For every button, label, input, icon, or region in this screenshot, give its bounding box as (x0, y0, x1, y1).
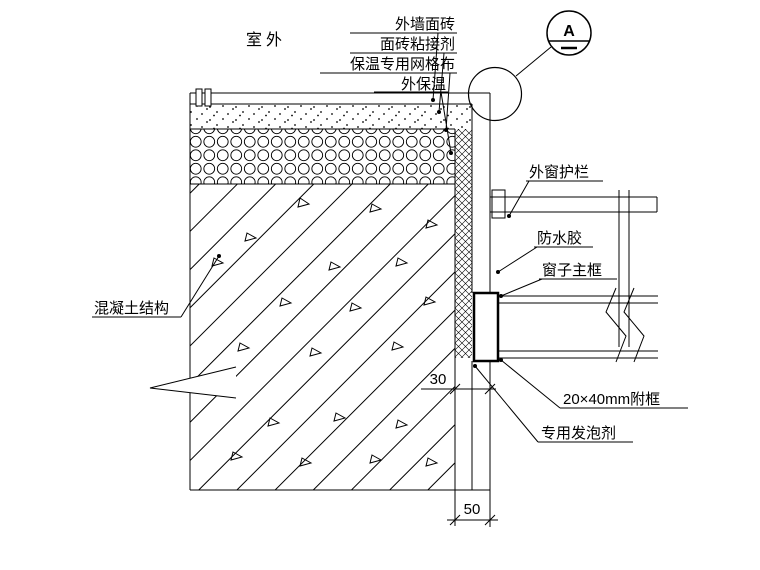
detail-area-circle (467, 66, 523, 122)
dimension-50 (447, 492, 498, 526)
label-foaming-agent: 专用发泡剂 (541, 425, 616, 442)
label-tile-adhesive: 面砖粘接剂 (380, 36, 455, 53)
label-external-insulation: 外保温 (401, 76, 446, 93)
label-waterproof-sealant: 防水胶 (537, 230, 582, 247)
finish-joint-ticks (195, 88, 212, 107)
concrete-section (190, 184, 455, 490)
label-wall-tile: 外墙面砖 (395, 16, 455, 33)
label-window-guardrail: 外窗护栏 (529, 163, 589, 181)
profile-break-mark (605, 287, 645, 363)
dim-50-text: 50 (464, 501, 481, 518)
attached-frame-section (472, 291, 500, 363)
wall-outline (189, 92, 491, 527)
label-window-main-frame: 窗子主框 (542, 261, 602, 279)
window-guardrail (490, 189, 658, 347)
dimension-30 (421, 383, 496, 395)
detail-reference (467, 10, 592, 122)
adhesive-render-layer (190, 104, 472, 129)
insulation-layer (190, 129, 455, 184)
label-outdoor: 室外 (246, 31, 286, 49)
window-frame-profile (498, 287, 658, 363)
leader-end-dots (217, 98, 511, 368)
detail-marker-letter: A (563, 23, 575, 40)
concrete-aggregate-triangles (211, 197, 439, 467)
wall-break-mark (149, 366, 237, 399)
dim-30-text: 30 (430, 371, 447, 388)
leader-lines (92, 32, 688, 443)
jamb-insulation-strip (455, 129, 472, 358)
label-concrete-structure: 混凝土结构 (94, 300, 169, 317)
label-insulation-mesh: 保温专用网格布 (350, 56, 455, 73)
label-attached-frame: 20×40mm附框 (563, 391, 660, 408)
detail-marker-bubble (546, 10, 592, 56)
guardrail-bracket (491, 189, 506, 219)
